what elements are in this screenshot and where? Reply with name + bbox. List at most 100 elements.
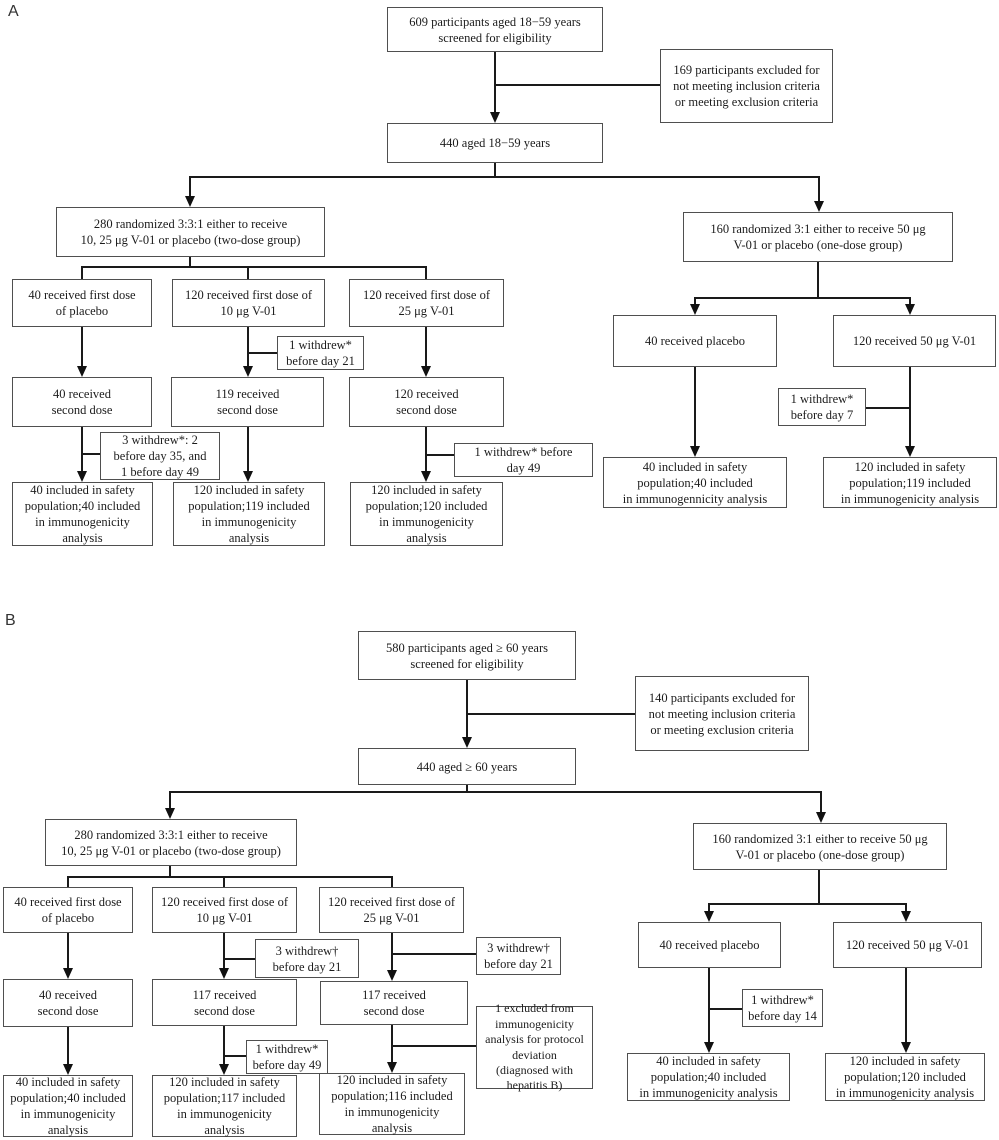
box-b-10ug-second-dose: 117 received second dose [152, 979, 297, 1026]
flow-line [866, 407, 910, 409]
flow-line [67, 933, 69, 969]
flow-line [223, 1026, 225, 1065]
flow-line [392, 953, 476, 955]
box-a-placebo-first-dose: 40 received first dose of placebo [12, 279, 152, 327]
flow-line [905, 903, 907, 912]
flow-line [391, 876, 393, 887]
flow-line [466, 785, 468, 791]
flow-arrow [814, 201, 824, 212]
flow-arrow [816, 812, 826, 823]
flow-line [247, 327, 249, 367]
box-a-25ug-first-dose: 120 received first dose of 25 μg V-01 [349, 279, 504, 327]
flow-arrow [905, 446, 915, 457]
flow-line [82, 453, 100, 455]
box-b-aged: 440 aged ≥ 60 years [358, 748, 576, 785]
flow-line [189, 257, 191, 266]
box-b-25ug-safety: 120 included in safety population;116 in… [319, 1073, 465, 1135]
flow-arrow [77, 366, 87, 377]
box-b-25ug-first-dose: 120 received first dose of 25 μg V-01 [319, 887, 464, 933]
flow-line [81, 327, 83, 367]
flow-arrow [243, 366, 253, 377]
box-a-withdrew-day35-49: 3 withdrew*: 2 before day 35, and 1 befo… [100, 432, 220, 480]
box-a-placebo-one-safety: 40 included in safety population;40 incl… [603, 457, 787, 508]
flow-line [494, 84, 660, 86]
flow-line [695, 297, 911, 299]
flow-line [909, 367, 911, 447]
flow-line [82, 266, 427, 268]
box-a-withdrew-day49: 1 withdrew* before day 49 [454, 443, 593, 477]
flow-arrow [243, 471, 253, 482]
flow-arrow [462, 737, 472, 748]
flow-line [391, 933, 393, 971]
panel-a-label: A [8, 3, 19, 20]
flow-arrow [704, 911, 714, 922]
box-b-randomized-one-dose: 160 randomized 3:1 either to receive 50 … [693, 823, 947, 870]
flow-line [247, 427, 249, 472]
box-a-25ug-safety: 120 included in safety population;120 in… [350, 482, 503, 546]
box-a-withdrew-day21: 1 withdrew* before day 21 [277, 336, 364, 370]
box-a-10ug-second-dose: 119 received second dose [171, 377, 324, 427]
box-a-10ug-safety: 120 included in safety population;119 in… [173, 482, 325, 546]
flow-arrow [387, 970, 397, 981]
flow-line [494, 163, 496, 176]
box-b-10ug-first-dose: 120 received first dose of 10 μg V-01 [152, 887, 297, 933]
flow-line [81, 266, 83, 279]
box-a-50ug-safety: 120 included in safety population;119 in… [823, 457, 997, 508]
box-b-excluded-hepatitis: 1 excluded from immunogenicity analysis … [476, 1001, 593, 1092]
box-b-placebo-safety: 40 included in safety population;40 incl… [3, 1075, 133, 1137]
flow-arrow [63, 1064, 73, 1075]
box-a-randomized-two-dose: 280 randomized 3:3:1 either to receive 1… [56, 207, 325, 257]
box-a-aged: 440 aged 18−59 years [387, 123, 603, 163]
flow-line [81, 427, 83, 472]
box-b-50ug-received: 120 received 50 μg V-01 [833, 922, 982, 968]
box-b-placebo-one-received: 40 received placebo [638, 922, 781, 968]
box-a-10ug-first-dose: 120 received first dose of 10 μg V-01 [172, 279, 325, 327]
flow-line [818, 870, 820, 903]
flow-line [169, 791, 171, 809]
flow-line [426, 454, 454, 456]
box-a-25ug-second-dose: 120 received second dose [349, 377, 504, 427]
box-b-placebo-first-dose: 40 received first dose of placebo [3, 887, 133, 933]
flow-arrow [219, 968, 229, 979]
box-a-50ug-received: 120 received 50 μg V-01 [833, 315, 996, 367]
box-a-placebo-one-received: 40 received placebo [613, 315, 777, 367]
flow-arrow [905, 304, 915, 315]
flow-arrow [165, 808, 175, 819]
flow-arrow [421, 471, 431, 482]
flow-arrow [901, 911, 911, 922]
flow-line [391, 1025, 393, 1063]
flow-line [224, 1055, 246, 1057]
flow-line [67, 1027, 69, 1065]
flow-line [905, 968, 907, 1043]
flow-line [709, 903, 907, 905]
flow-line [67, 876, 69, 887]
flow-arrow [219, 1064, 229, 1075]
flow-line [170, 791, 821, 793]
flow-line [494, 52, 496, 114]
box-b-withdrew25-day21: 3 withdrew† before day 21 [476, 937, 561, 975]
box-a-placebo-safety: 40 included in safety population;40 incl… [12, 482, 153, 546]
box-a-randomized-one-dose: 160 randomized 3:1 either to receive 50 … [683, 212, 953, 262]
flow-line [820, 791, 822, 813]
box-a-excluded: 169 participants excluded for not meetin… [660, 49, 833, 123]
box-a-withdrew-day7: 1 withdrew* before day 7 [778, 388, 866, 426]
flow-line [224, 958, 255, 960]
flow-line [247, 266, 249, 279]
box-b-placebo-one-safety: 40 included in safety population;40 incl… [627, 1053, 790, 1101]
flow-arrow [690, 304, 700, 315]
flow-line [708, 903, 710, 912]
flow-line [694, 297, 696, 305]
box-b-placebo-second-dose: 40 received second dose [3, 979, 133, 1027]
box-b-withdrew-day14: 1 withdrew* before day 14 [742, 989, 823, 1027]
flow-line [709, 1008, 742, 1010]
flow-line [189, 176, 191, 198]
flow-arrow [387, 1062, 397, 1073]
flow-arrow [421, 366, 431, 377]
flow-line [425, 327, 427, 367]
flow-line [190, 176, 820, 178]
box-b-withdrew-day49: 1 withdrew* before day 49 [246, 1040, 328, 1074]
flow-arrow [185, 196, 195, 207]
box-b-25ug-second-dose: 117 received second dose [320, 981, 468, 1025]
flow-line [223, 933, 225, 969]
panel-b-label: B [5, 612, 16, 629]
